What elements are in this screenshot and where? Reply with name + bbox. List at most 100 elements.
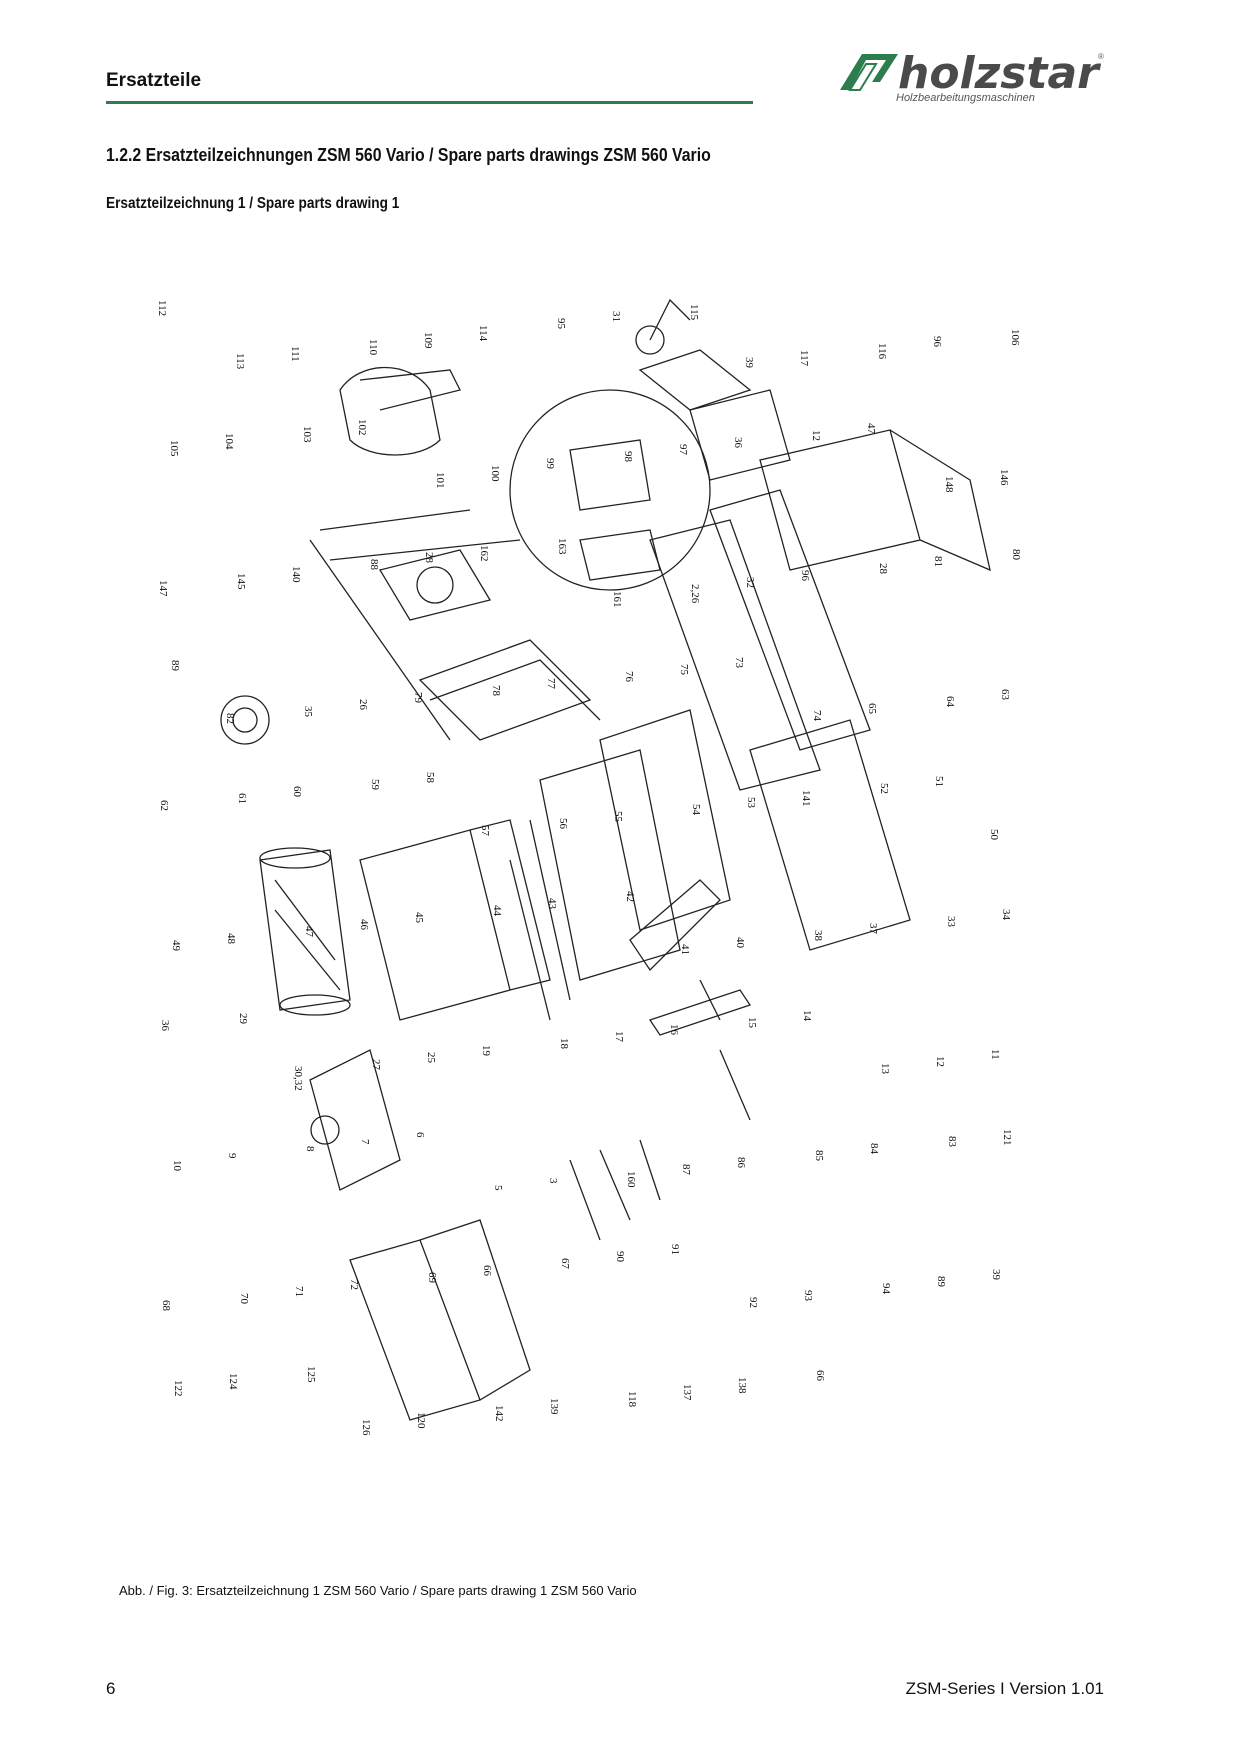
part-label: 38 [812, 930, 824, 942]
part-label: 121 [1001, 1129, 1013, 1146]
part-label: 76 [623, 671, 635, 683]
header-section-title: Ersatzteile [106, 70, 202, 91]
part-label: 81 [932, 556, 944, 567]
part-label: 87 [680, 1164, 692, 1176]
part-label: 96 [931, 336, 943, 348]
part-label: 5 [492, 1185, 504, 1191]
part-label: 126 [360, 1419, 372, 1436]
logo-mark-icon [840, 54, 898, 91]
part-label: 6 [414, 1132, 426, 1138]
part-label: 75 [678, 664, 690, 676]
part-label: 139 [548, 1398, 560, 1415]
part-label: 42 [624, 891, 636, 902]
part-label: 86 [735, 1157, 747, 1169]
part-label: 63 [999, 689, 1011, 701]
part-label: 116 [876, 343, 888, 360]
part-label: 15 [746, 1017, 758, 1029]
part-label: 25 [425, 1052, 437, 1064]
part-label: 104 [223, 433, 235, 450]
part-label: 31 [610, 311, 622, 322]
part-label: 89 [935, 1276, 947, 1288]
part-label: 54 [690, 804, 702, 816]
part-label: 59 [369, 779, 381, 791]
part-label: 14 [801, 1010, 813, 1022]
part-label: 66 [481, 1265, 493, 1277]
page-number: 6 [106, 1679, 116, 1698]
part-label: 46 [358, 919, 370, 931]
part-label: 74 [811, 710, 823, 722]
part-label: 27 [370, 1059, 382, 1071]
holzstar-logo: holzstar ® Holzbearbeitungsmaschinen [836, 50, 1116, 110]
part-label: 138 [736, 1377, 748, 1394]
part-label: 10 [171, 1160, 183, 1172]
part-label: 105 [168, 440, 180, 457]
part-label: 26 [357, 699, 369, 711]
part-label: 94 [880, 1283, 892, 1295]
part-label: 13 [879, 1063, 891, 1075]
part-label: 95 [555, 318, 567, 330]
part-label: 19 [480, 1045, 492, 1057]
part-label: 80 [1010, 549, 1022, 561]
part-label: 111 [289, 346, 301, 362]
part-label: 162 [478, 545, 490, 562]
part-label: 44 [491, 905, 503, 917]
part-label: 160 [625, 1171, 637, 1188]
logo-registered: ® [1098, 52, 1104, 61]
part-label: 3 [547, 1178, 559, 1184]
part-label: 83 [946, 1136, 958, 1148]
part-label: 77 [545, 678, 557, 690]
document-version: ZSM-Series I Version 1.01 [905, 1679, 1104, 1698]
part-label: 101 [434, 472, 446, 489]
part-label: 28 [877, 563, 889, 575]
part-label: 33 [945, 916, 957, 928]
part-label: 114 [477, 325, 489, 342]
part-label: 58 [424, 772, 436, 784]
header-rule [106, 101, 753, 104]
part-label: 68 [160, 1300, 172, 1312]
part-label: 122 [172, 1380, 184, 1397]
part-label: 11 [989, 1049, 1001, 1060]
part-label: 60 [291, 786, 303, 798]
part-label: 142 [493, 1405, 505, 1422]
part-label: 96 [799, 570, 811, 582]
part-label: 137 [681, 1384, 693, 1401]
part-label: 84 [868, 1143, 880, 1155]
part-label: 12 [810, 430, 822, 441]
part-label: 117 [798, 350, 810, 367]
part-label: 141 [800, 790, 812, 807]
part-label: 102 [356, 419, 368, 436]
part-label: 56 [557, 818, 569, 830]
part-label: 72 [348, 1279, 360, 1290]
part-label: 66 [814, 1370, 826, 1382]
part-label: 18 [558, 1038, 570, 1050]
part-label: 35 [302, 706, 314, 718]
part-label: 67 [559, 1258, 571, 1270]
part-label: 50 [988, 829, 1000, 841]
part-label: 2,26 [689, 584, 701, 604]
part-label: 97 [677, 444, 689, 456]
part-label: 28 [423, 552, 435, 564]
part-label: 113 [234, 353, 246, 370]
part-label: 62 [158, 800, 170, 811]
part-label: 100 [489, 465, 501, 482]
part-label: 70 [238, 1293, 250, 1305]
part-label: 82 [224, 713, 236, 724]
part-label: 146 [998, 469, 1010, 486]
logo-subtitle: Holzbearbeitungsmaschinen [896, 92, 1035, 104]
part-label: 115 [688, 304, 700, 321]
part-label: 17 [613, 1031, 625, 1043]
part-label: 69 [426, 1272, 438, 1284]
part-label: 61 [236, 793, 248, 804]
logo-wordmark: holzstar [898, 48, 1099, 99]
part-label: 161 [611, 591, 623, 608]
part-label: 48 [225, 933, 237, 945]
part-label: 45 [413, 912, 425, 924]
part-label: 47 [303, 926, 315, 938]
part-label: 49 [170, 940, 182, 952]
part-label: 36 [732, 437, 744, 449]
part-label: 90 [614, 1251, 626, 1263]
part-label: 91 [669, 1244, 681, 1255]
part-label: 16 [668, 1024, 680, 1036]
part-label: 41 [679, 944, 691, 955]
